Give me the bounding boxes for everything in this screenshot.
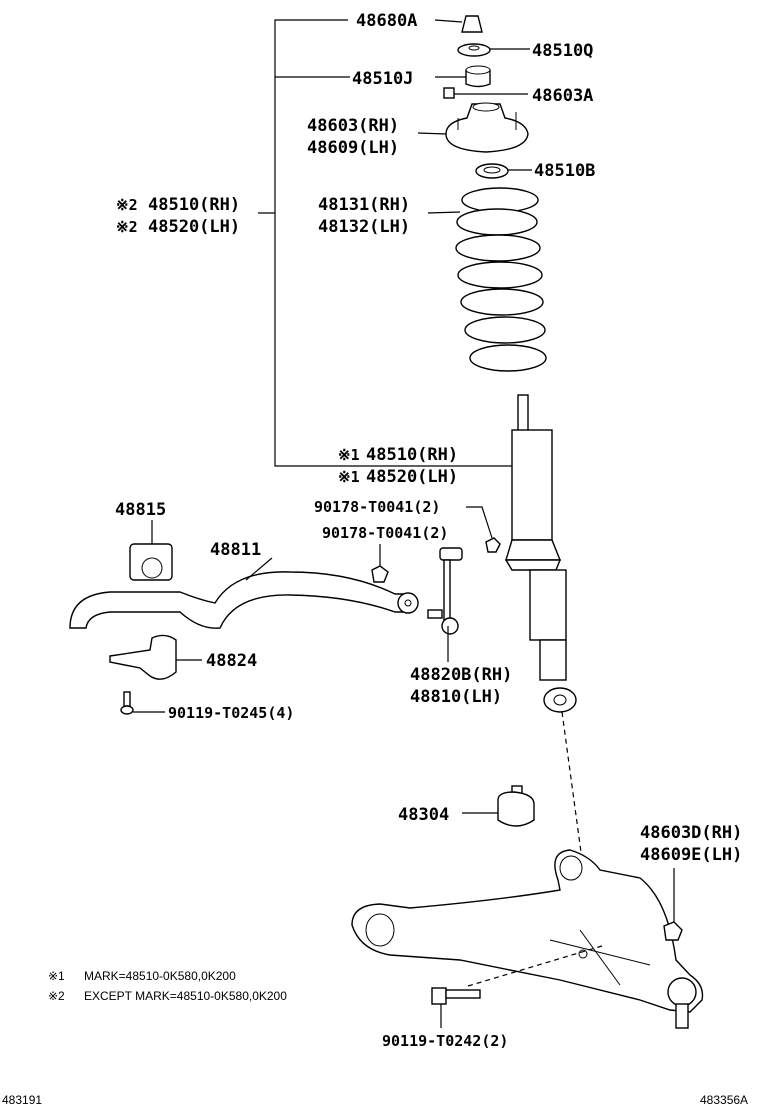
mark-x2-a: ※2 [116, 196, 138, 214]
label-48304: 48304 [398, 805, 449, 825]
part-48815-bushing[interactable] [129, 520, 173, 581]
note2-text: EXCEPT MARK=48510-0K580,0K200 [84, 989, 287, 1003]
label-48603-rh: 48603(RH) [307, 116, 399, 136]
part-90178-nut-upper[interactable] [466, 506, 501, 553]
label-48510-rh-x2: 48510(RH) [148, 195, 240, 215]
illustration-code-right: 483356A [700, 1093, 748, 1107]
label-48131-rh: 48131(RH) [318, 195, 410, 215]
label-90119-T0245: 90119-T0245(4) [168, 704, 294, 722]
label-48680A: 48680A [356, 11, 417, 31]
label-48510Q: 48510Q [532, 41, 593, 61]
part-48603-support[interactable] [417, 102, 529, 153]
label-48603D-rh: 48603D(RH) [640, 823, 742, 843]
stabilizer-bar[interactable] [69, 557, 419, 629]
part-48603A-nut[interactable] [443, 87, 528, 99]
label-48132-lh: 48132(LH) [318, 217, 410, 237]
part-48510Q-washer[interactable] [457, 43, 530, 57]
label-48603A: 48603A [532, 86, 593, 106]
illustration-code-left: 483191 [2, 1093, 42, 1107]
part-90178-nut-lower[interactable] [371, 544, 389, 583]
mark-x2-b: ※2 [116, 218, 138, 236]
note2-mark: ※2 [48, 989, 65, 1003]
note1-mark: ※1 [48, 969, 65, 983]
part-90119-T0245-bolt[interactable] [120, 691, 165, 715]
label-48520-lh-x1: 48520(LH) [366, 467, 458, 487]
part-48510J-bushing[interactable] [435, 65, 491, 88]
label-48520-lh-x2: 48520(LH) [148, 217, 240, 237]
label-48820B-rh: 48820B(RH) [410, 665, 512, 685]
assembly-bracket [258, 19, 512, 467]
part-48304-bumper[interactable] [462, 785, 535, 827]
label-48510J: 48510J [352, 69, 413, 89]
coil-spring[interactable] [427, 187, 547, 372]
label-90178-a: 90178-T0041(2) [314, 498, 440, 516]
lower-control-arm[interactable] [351, 849, 704, 1029]
label-48811: 48811 [210, 540, 261, 560]
mark-x1-b: ※1 [338, 468, 360, 486]
label-48510-rh-x1: 48510(RH) [366, 445, 458, 465]
label-48810-lh: 48810(LH) [410, 687, 502, 707]
part-48680A-cap[interactable] [434, 15, 483, 33]
part-90119-T0242-bolt[interactable] [431, 987, 481, 1028]
label-90119-T0242: 90119-T0242(2) [382, 1032, 508, 1050]
label-48510B: 48510B [534, 161, 595, 181]
mark-x1-a: ※1 [338, 446, 360, 464]
part-48603D-nut[interactable] [663, 868, 683, 941]
label-48815: 48815 [115, 500, 166, 520]
part-48824-bracket[interactable] [109, 634, 202, 680]
stabilizer-link[interactable] [427, 547, 463, 662]
label-48609E-lh: 48609E(LH) [640, 845, 742, 865]
label-48824: 48824 [206, 651, 257, 671]
note1-text: MARK=48510-0K580,0K200 [84, 969, 236, 983]
label-48609-lh: 48609(LH) [307, 138, 399, 158]
label-90178-b: 90178-T0041(2) [322, 524, 448, 542]
part-48510B-seat[interactable] [475, 163, 532, 179]
